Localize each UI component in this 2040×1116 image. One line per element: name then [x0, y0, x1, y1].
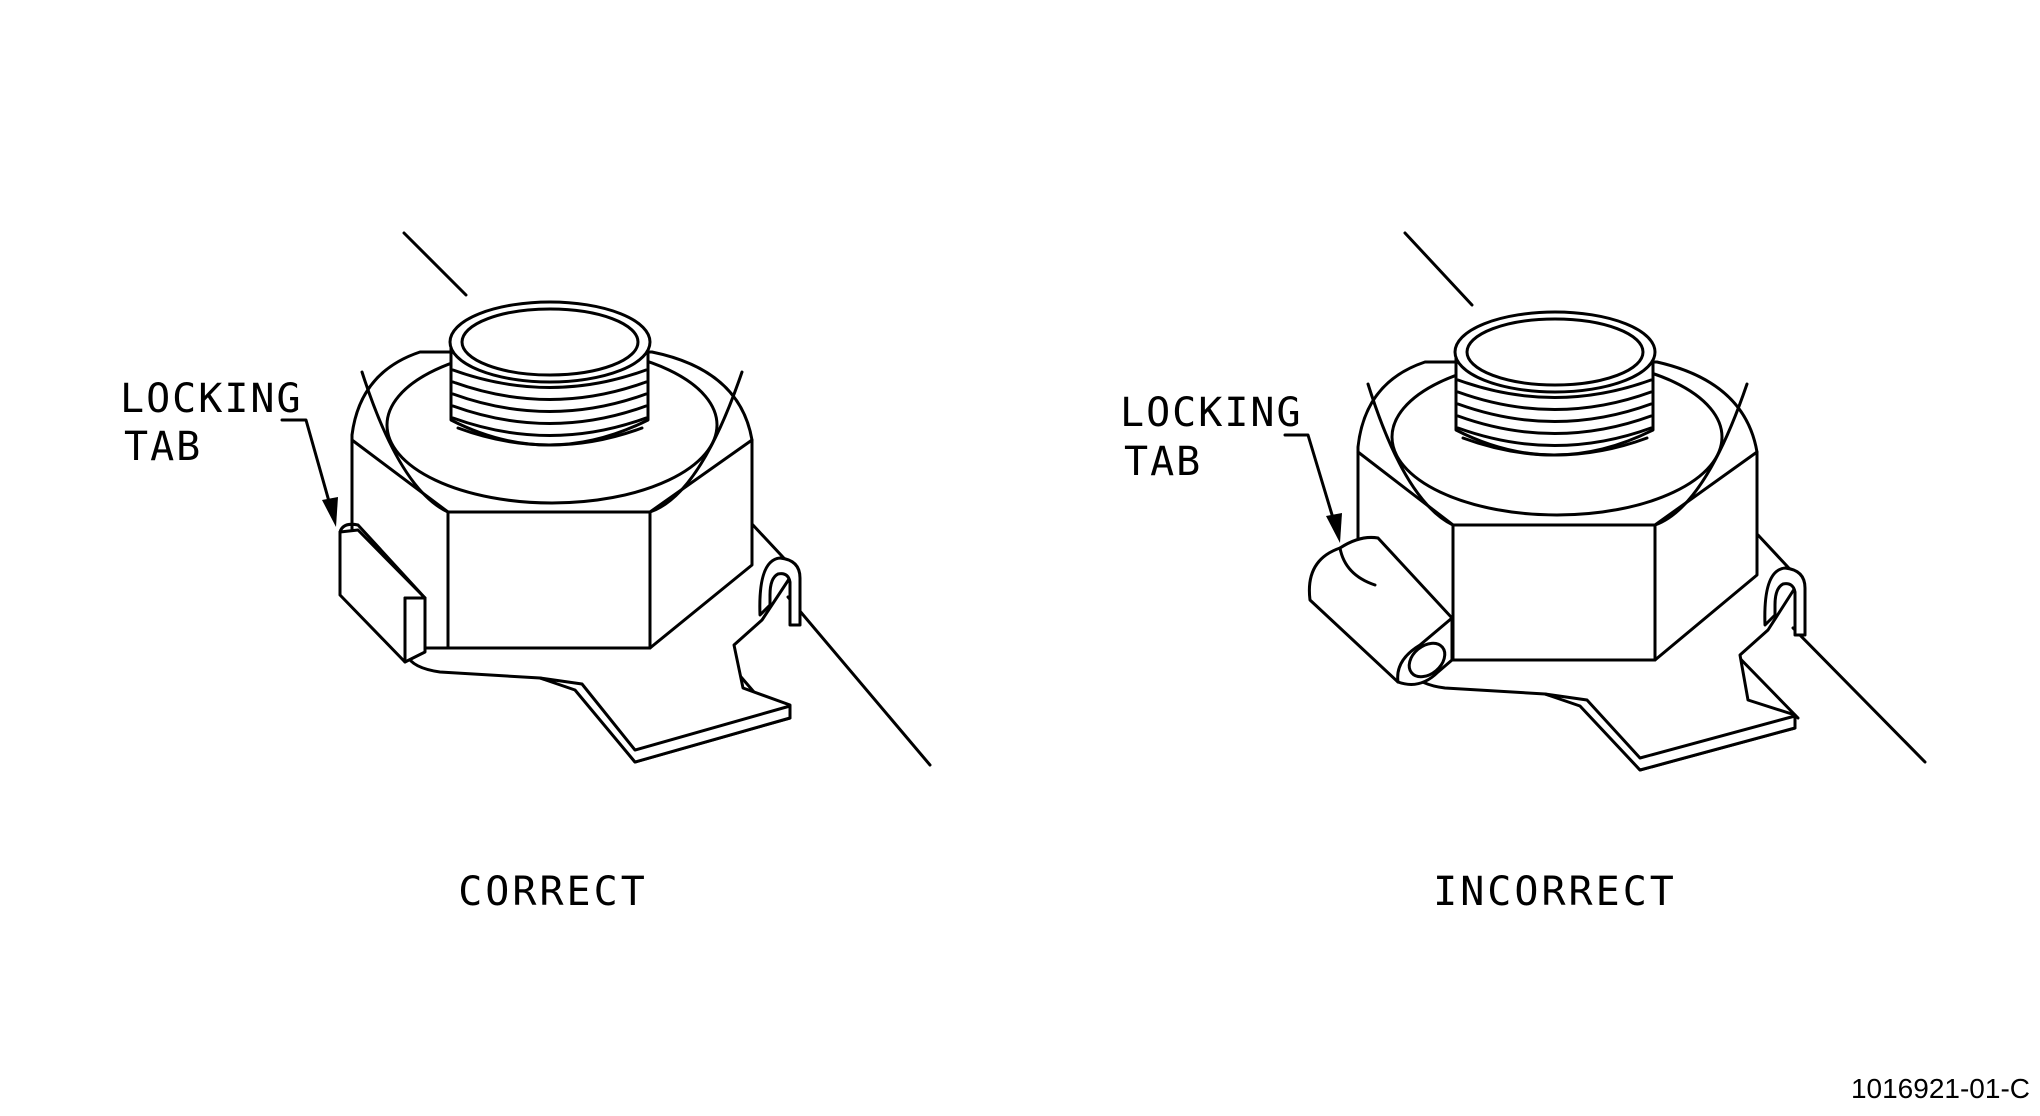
locking-tab-bent [338, 522, 427, 664]
threaded-stud [448, 300, 652, 447]
washer-hook [758, 556, 802, 627]
threaded-stud-right [1453, 310, 1657, 457]
washer-front-flap-right [1543, 692, 1797, 772]
locking-tab-partial [1307, 536, 1454, 686]
correct-panel: LOCKING TAB CORRECT [120, 231, 932, 915]
incorrect-caption: INCORRECT [1433, 869, 1677, 915]
locking-tab-arrowhead [322, 497, 338, 527]
locking-tab-leader [280, 418, 334, 514]
incorrect-panel: LOCKING TAB INCORRECT [1120, 231, 1927, 915]
locking-tab-label-line2: TAB [124, 424, 202, 470]
hex-nut-right [1356, 357, 1759, 662]
hex-nut [350, 345, 754, 650]
tube-line-right [1720, 626, 1927, 764]
washer-hook-right [1763, 566, 1807, 637]
stud-leader-line [402, 231, 468, 297]
locking-tab-label-line1: LOCKING [120, 376, 303, 422]
figure-id: 1016921-01-C [1851, 1073, 2030, 1104]
locking-tab-arrowhead-right [1326, 513, 1342, 543]
correct-caption: CORRECT [458, 869, 648, 915]
locking-tab-label-line1-right: LOCKING [1120, 390, 1303, 436]
washer-front-flap [538, 676, 792, 764]
locking-tab-leader-right [1283, 433, 1338, 530]
stud-leader-line-right [1403, 231, 1474, 307]
locking-tab-label-line2-right: TAB [1124, 439, 1202, 485]
